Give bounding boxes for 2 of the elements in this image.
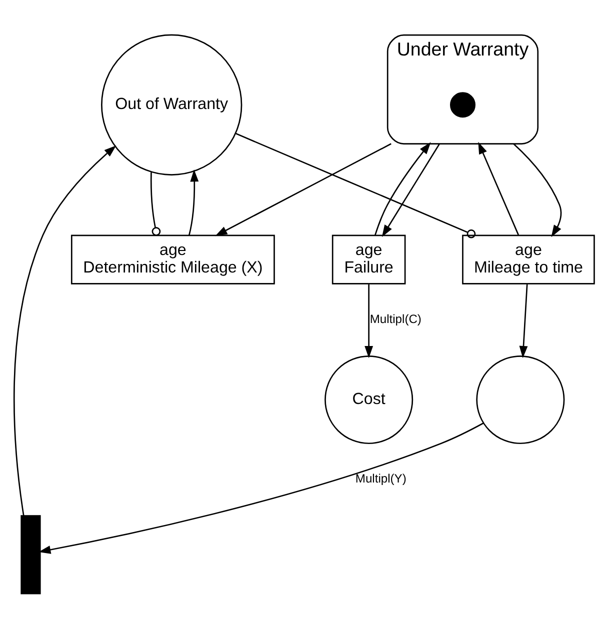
edge-label: Multipl(C) [370,311,422,326]
edge-label: Multipl(Y) [355,471,406,486]
